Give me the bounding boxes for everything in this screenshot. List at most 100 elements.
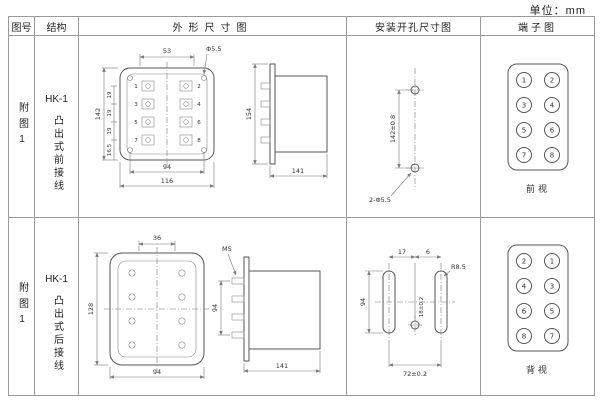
svg-text:19: 19 xyxy=(107,109,113,116)
svg-text:6: 6 xyxy=(425,248,429,256)
outline-drawing-cell: 36 128 94 xyxy=(78,217,347,396)
dim-142: 142 xyxy=(94,67,118,160)
terminal-number: 1 xyxy=(549,257,553,265)
terminal-number: 8 xyxy=(549,151,553,159)
dim-141: 141 xyxy=(269,153,327,178)
dim-116: 116 xyxy=(119,161,214,188)
svg-text:94: 94 xyxy=(162,163,170,171)
terminal-diagram-front: 1 2 3 4 5 6 7 8 前视 xyxy=(507,63,568,195)
terminal-number: 2 xyxy=(521,257,525,265)
side-view xyxy=(231,256,320,361)
table-row: 附图1 HK-1 凸出式后接线 xyxy=(8,217,595,396)
terminal-number: 1 xyxy=(521,76,525,84)
svg-text:128: 128 xyxy=(87,302,95,314)
col-header-mounting: 安装开孔尺寸图 xyxy=(346,16,481,36)
terminal-number: 5 xyxy=(521,126,525,134)
svg-text:94: 94 xyxy=(152,368,160,376)
col-header-terminal: 端子图 xyxy=(480,16,595,36)
structure-cell: HK-1 凸出式后接线 xyxy=(34,217,79,396)
dim-53: 53 xyxy=(139,47,194,66)
side-view xyxy=(260,63,327,164)
dim-6: 6 xyxy=(414,248,441,259)
svg-text:141: 141 xyxy=(291,167,303,175)
svg-text:142±0.8: 142±0.8 xyxy=(389,114,397,142)
view-caption: 前视 xyxy=(525,183,549,195)
svg-text:Φ5.5: Φ5.5 xyxy=(206,45,221,53)
svg-text:142: 142 xyxy=(94,107,102,119)
dim-72-02: 72±0.2 xyxy=(388,340,441,378)
svg-text:36: 36 xyxy=(152,234,160,242)
svg-text:94: 94 xyxy=(359,297,367,305)
terminal-diagram-cell: 2 1 4 3 6 5 8 7 背视 xyxy=(480,217,595,396)
unit-label: 单位：mm xyxy=(529,5,586,17)
dim-94-bottom: 94 xyxy=(109,366,204,379)
mounting-holes xyxy=(405,67,424,188)
svg-text:19: 19 xyxy=(107,127,113,134)
dim-94: 94 xyxy=(129,151,204,174)
label-m5: M5 xyxy=(222,245,236,275)
table-row: 附图1 HK-1 凸出式前接线 xyxy=(8,35,595,218)
dim-94: 94 xyxy=(359,270,383,333)
table-header-row: 图号 结构 外形尺寸图 安装开孔尺寸图 端子图 xyxy=(8,16,595,36)
terminal-number: 6 xyxy=(521,307,526,315)
terminal-diagram-rear: 2 1 4 3 6 5 8 7 背视 xyxy=(507,244,568,376)
outline-drawing-front: 1 2 3 4 5 6 7 8 xyxy=(94,45,327,188)
dim-phi55: Φ5.5 xyxy=(202,45,221,74)
terminal-num: 6 xyxy=(197,120,201,126)
mounting-slots xyxy=(374,262,455,341)
terminal-num: 1 xyxy=(134,84,138,90)
svg-text:94: 94 xyxy=(211,303,219,311)
svg-text:116: 116 xyxy=(160,177,172,185)
dim-17: 17 xyxy=(388,248,415,319)
dim-36: 36 xyxy=(138,234,175,251)
label-r85: R8.5 xyxy=(443,263,466,276)
figure-number-cell: 附图1 xyxy=(8,217,35,396)
model-label: HK-1 xyxy=(45,94,68,105)
front-view-body: 1 2 3 4 5 6 7 8 xyxy=(119,61,214,166)
terminal-num: 7 xyxy=(134,138,138,144)
terminal-number: 4 xyxy=(549,101,554,109)
terminal-number: 6 xyxy=(549,126,554,134)
terminal-number: 7 xyxy=(549,332,553,340)
dim-94-side: 94 xyxy=(211,280,230,335)
svg-text:2-Φ5.5: 2-Φ5.5 xyxy=(369,196,391,204)
terminal-diagram-cell: 1 2 3 4 5 6 7 8 前视 xyxy=(480,35,595,218)
terminal-circles: 1 2 3 4 5 6 7 8 xyxy=(515,71,560,163)
structure-cell: HK-1 凸出式前接线 xyxy=(34,35,79,218)
terminal-number: 4 xyxy=(521,282,526,290)
outline-drawing-cell: 1 2 3 4 5 6 7 8 xyxy=(78,35,347,218)
view-caption: 背视 xyxy=(525,364,549,376)
figure-number: 附图1 xyxy=(16,282,28,331)
terminal-num: 4 xyxy=(197,102,201,108)
mounting-drawing-rear: 17 6 R8.5 94 xyxy=(359,248,466,378)
terminal-number: 3 xyxy=(549,282,553,290)
structure-desc: 凸出式后接线 xyxy=(51,295,63,373)
svg-text:53: 53 xyxy=(162,47,170,55)
mounting-drawing-cell: 17 6 R8.5 94 xyxy=(346,217,481,396)
dimension-table: 图号 结构 外形尺寸图 安装开孔尺寸图 端子图 附图1 HK-1 凸出式前接线 xyxy=(8,16,595,396)
terminal-num: 8 xyxy=(197,138,201,144)
terminal-number: 7 xyxy=(521,151,525,159)
model-label: HK-1 xyxy=(45,274,68,285)
terminal-grid: 1 2 3 4 5 6 7 8 xyxy=(134,80,201,145)
svg-text:R8.5: R8.5 xyxy=(451,263,466,271)
dim-19-chain: 19 19 19 16.5 xyxy=(107,85,117,160)
col-header-fig: 图号 xyxy=(8,16,35,36)
rear-view-body xyxy=(103,246,210,371)
col-header-outline: 外形尺寸图 xyxy=(78,16,347,36)
outline-drawing-rear: 36 128 94 xyxy=(87,234,320,379)
terminal-number: 8 xyxy=(521,332,525,340)
svg-text:18±0.2: 18±0.2 xyxy=(419,296,425,316)
svg-text:17: 17 xyxy=(397,248,405,256)
terminal-number: 2 xyxy=(549,76,553,84)
terminal-circles: 2 1 4 3 6 5 8 7 xyxy=(515,252,560,344)
dim-154: 154 xyxy=(245,63,268,164)
svg-text:19: 19 xyxy=(107,91,113,98)
svg-text:72±0.2: 72±0.2 xyxy=(402,370,426,378)
structure-desc: 凸出式前接线 xyxy=(51,115,63,193)
mounting-drawing-cell: 142±0.8 2-Φ5.5 xyxy=(346,35,481,218)
dim-142-08: 142±0.8 xyxy=(389,89,413,168)
svg-text:141: 141 xyxy=(275,362,287,370)
terminal-num: 5 xyxy=(134,120,138,126)
